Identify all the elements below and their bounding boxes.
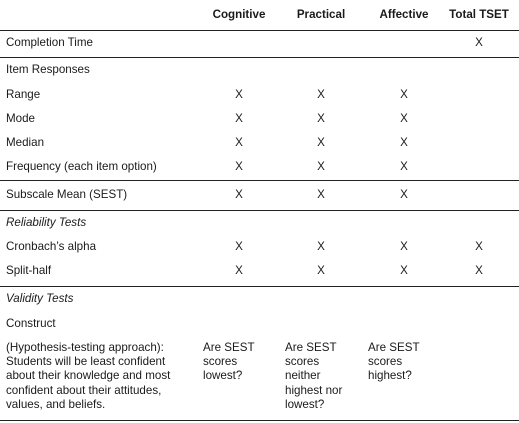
table-cell: Are SEST scores highest?	[368, 341, 420, 383]
table-cell: X	[475, 240, 483, 253]
table-cell: Are SEST scores lowest?	[203, 341, 255, 383]
table-cell: X	[235, 240, 243, 253]
table-cell: X	[235, 160, 243, 173]
row-label-completion-time: Completion Time	[6, 36, 93, 49]
table-cell: X	[235, 88, 243, 101]
table-cell: X	[235, 264, 243, 277]
table-cell: X	[400, 240, 408, 253]
section-heading-validity: Validity Tests	[6, 292, 74, 305]
header-rule	[0, 30, 519, 31]
table-cell: X	[317, 188, 325, 201]
bottom-rule	[0, 420, 519, 421]
table-cell: X	[400, 188, 408, 201]
table-cell: X	[317, 160, 325, 173]
table-cell: X	[317, 88, 325, 101]
table-cell: X	[235, 136, 243, 149]
table-cell: X	[317, 240, 325, 253]
row-label-mode: Mode	[6, 112, 36, 125]
table-cell: X	[317, 264, 325, 277]
table-cell: X	[400, 264, 408, 277]
row-label-item-responses: Item Responses	[6, 63, 90, 76]
row-rule	[0, 210, 519, 211]
table-cell: X	[475, 264, 483, 277]
table-cell: X	[400, 112, 408, 125]
row-label-subscale-mean: Subscale Mean (SEST)	[6, 188, 128, 201]
column-header-affective: Affective	[379, 8, 429, 21]
table-cell: X	[400, 136, 408, 149]
row-label-construct: Construct	[6, 317, 56, 330]
table-cell: X	[317, 136, 325, 149]
row-label-hypothesis: (Hypothesis-testing approach): Students …	[6, 341, 171, 411]
row-rule	[0, 57, 519, 58]
row-rule	[0, 286, 519, 287]
row-label-frequency: Frequency (each item option)	[6, 160, 157, 173]
column-header-cognitive: Cognitive	[212, 8, 266, 21]
row-rule	[0, 180, 519, 181]
row-label-range: Range	[6, 88, 41, 101]
table-cell: X	[400, 88, 408, 101]
column-header-practical: Practical	[296, 8, 346, 21]
table-cell: X	[400, 160, 408, 173]
row-label-split-half: Split-half	[6, 264, 52, 277]
table-cell: X	[475, 36, 483, 49]
section-heading-reliability: Reliability Tests	[6, 216, 87, 229]
row-label-cronbach: Cronbach’s alpha	[6, 240, 97, 253]
table-cell: Are SEST scores neither highest nor lowe…	[285, 341, 343, 411]
table-cell: X	[235, 188, 243, 201]
row-label-median: Median	[6, 136, 45, 149]
table-cell: X	[235, 112, 243, 125]
table-cell: X	[317, 112, 325, 125]
column-header-total-tset: Total TSET	[449, 8, 509, 21]
